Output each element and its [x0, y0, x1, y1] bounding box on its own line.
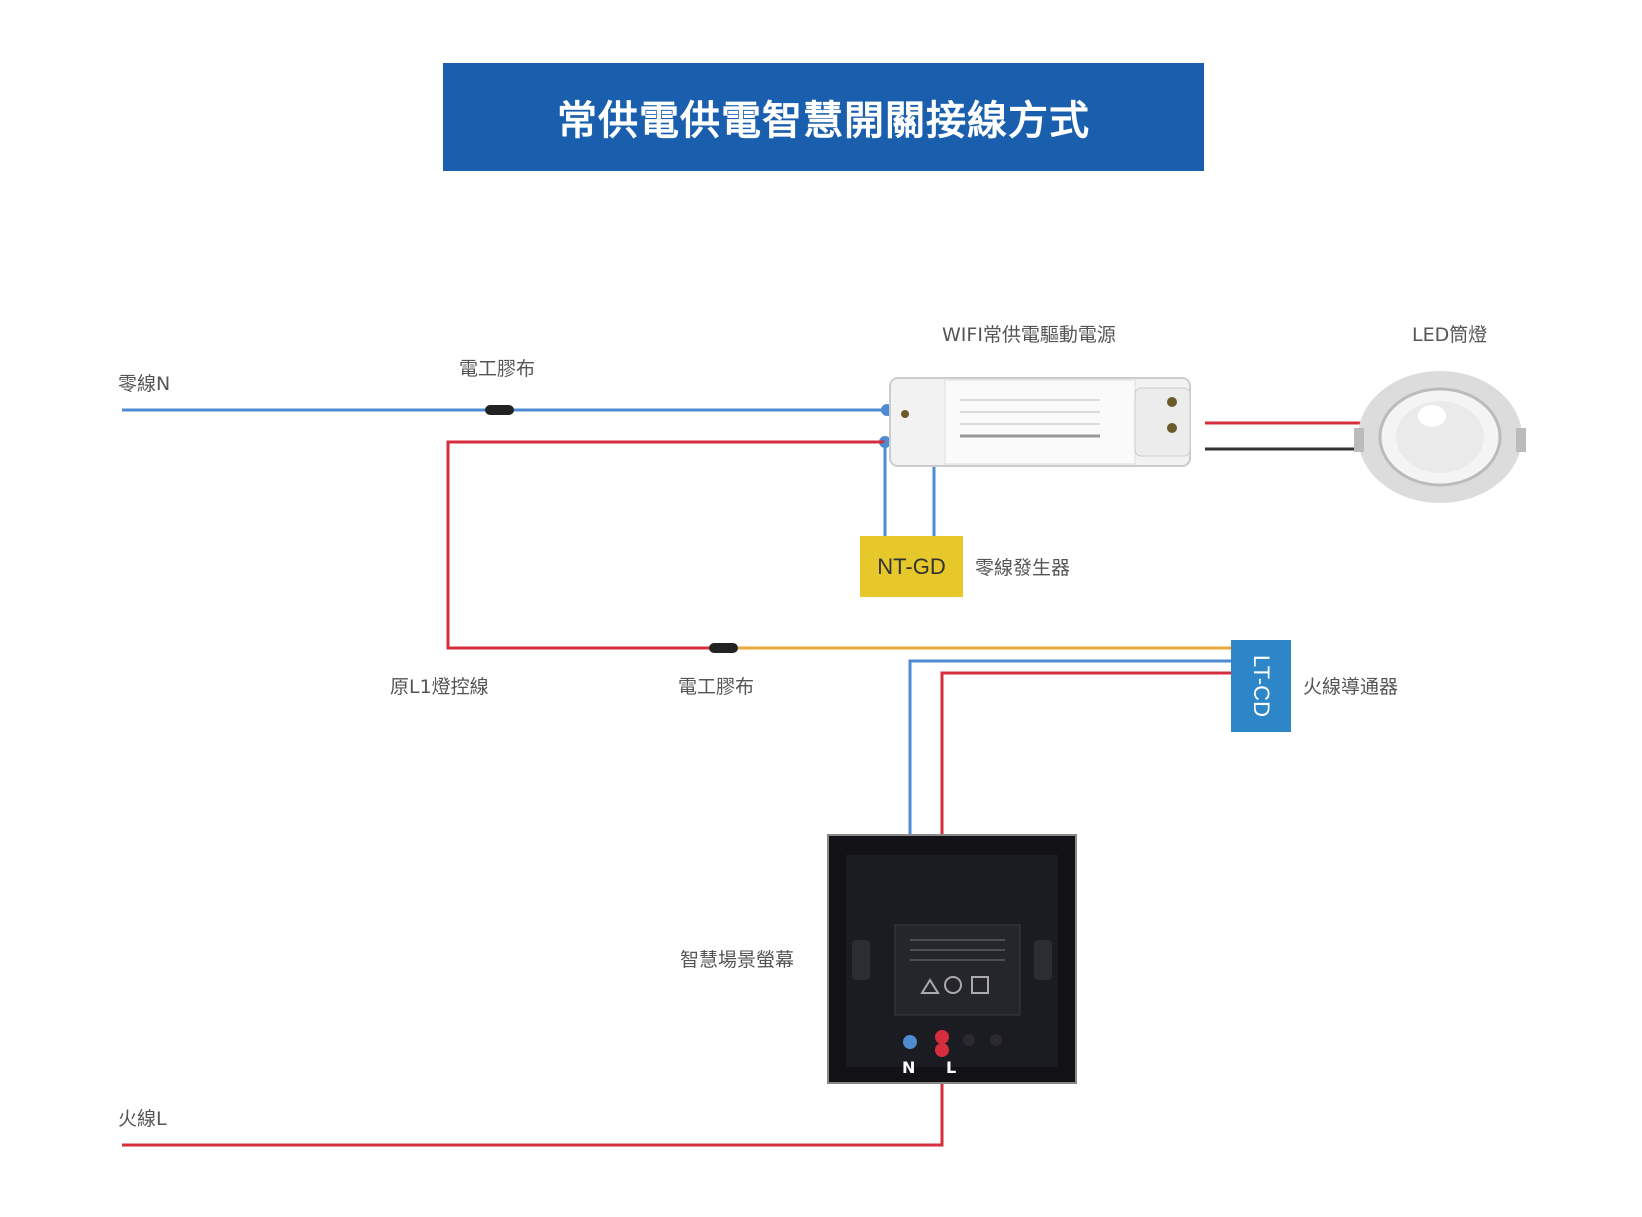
label-ltcd-desc: 火線導通器 — [1303, 676, 1399, 698]
panel-l-label: L — [946, 1058, 957, 1077]
panel-terminal-n — [903, 1035, 917, 1049]
label-neutral: 零線N — [118, 373, 171, 395]
label-tape-mid: 電工膠布 — [678, 676, 755, 698]
l1-wire — [446, 440, 885, 650]
smart-panel — [827, 834, 1077, 1084]
panel-terminal-l2 — [935, 1043, 949, 1057]
label-tape-top: 電工膠布 — [459, 358, 536, 380]
label-live: 火線L — [118, 1108, 167, 1130]
title-banner: 常供電供電智慧開關接線方式 — [443, 63, 1204, 171]
label-orig-l1: 原L1燈控線 — [390, 676, 489, 698]
live-wire — [122, 1050, 944, 1147]
panel-n-label: N — [902, 1058, 916, 1077]
ltcd-label: LT-CD — [1249, 655, 1274, 717]
page-title: 常供電供電智慧開關接線方式 — [557, 98, 1090, 144]
label-ntgd-desc: 零線發生器 — [975, 557, 1071, 579]
driver-unit — [889, 377, 1191, 467]
panel-terminal-l — [935, 1030, 949, 1044]
led-downlight — [1354, 371, 1526, 503]
ntgd-label: NT-GD — [877, 553, 946, 579]
ntgd-box: NT-GD — [860, 536, 963, 597]
label-screen: 智慧場景螢幕 — [680, 949, 795, 971]
label-driver: WIFI常供電驅動電源 — [942, 324, 1116, 346]
tape-top — [485, 405, 514, 415]
ltcd-box: LT-CD — [1231, 640, 1291, 732]
tape-mid — [709, 643, 738, 653]
label-led: LED筒燈 — [1412, 324, 1488, 346]
